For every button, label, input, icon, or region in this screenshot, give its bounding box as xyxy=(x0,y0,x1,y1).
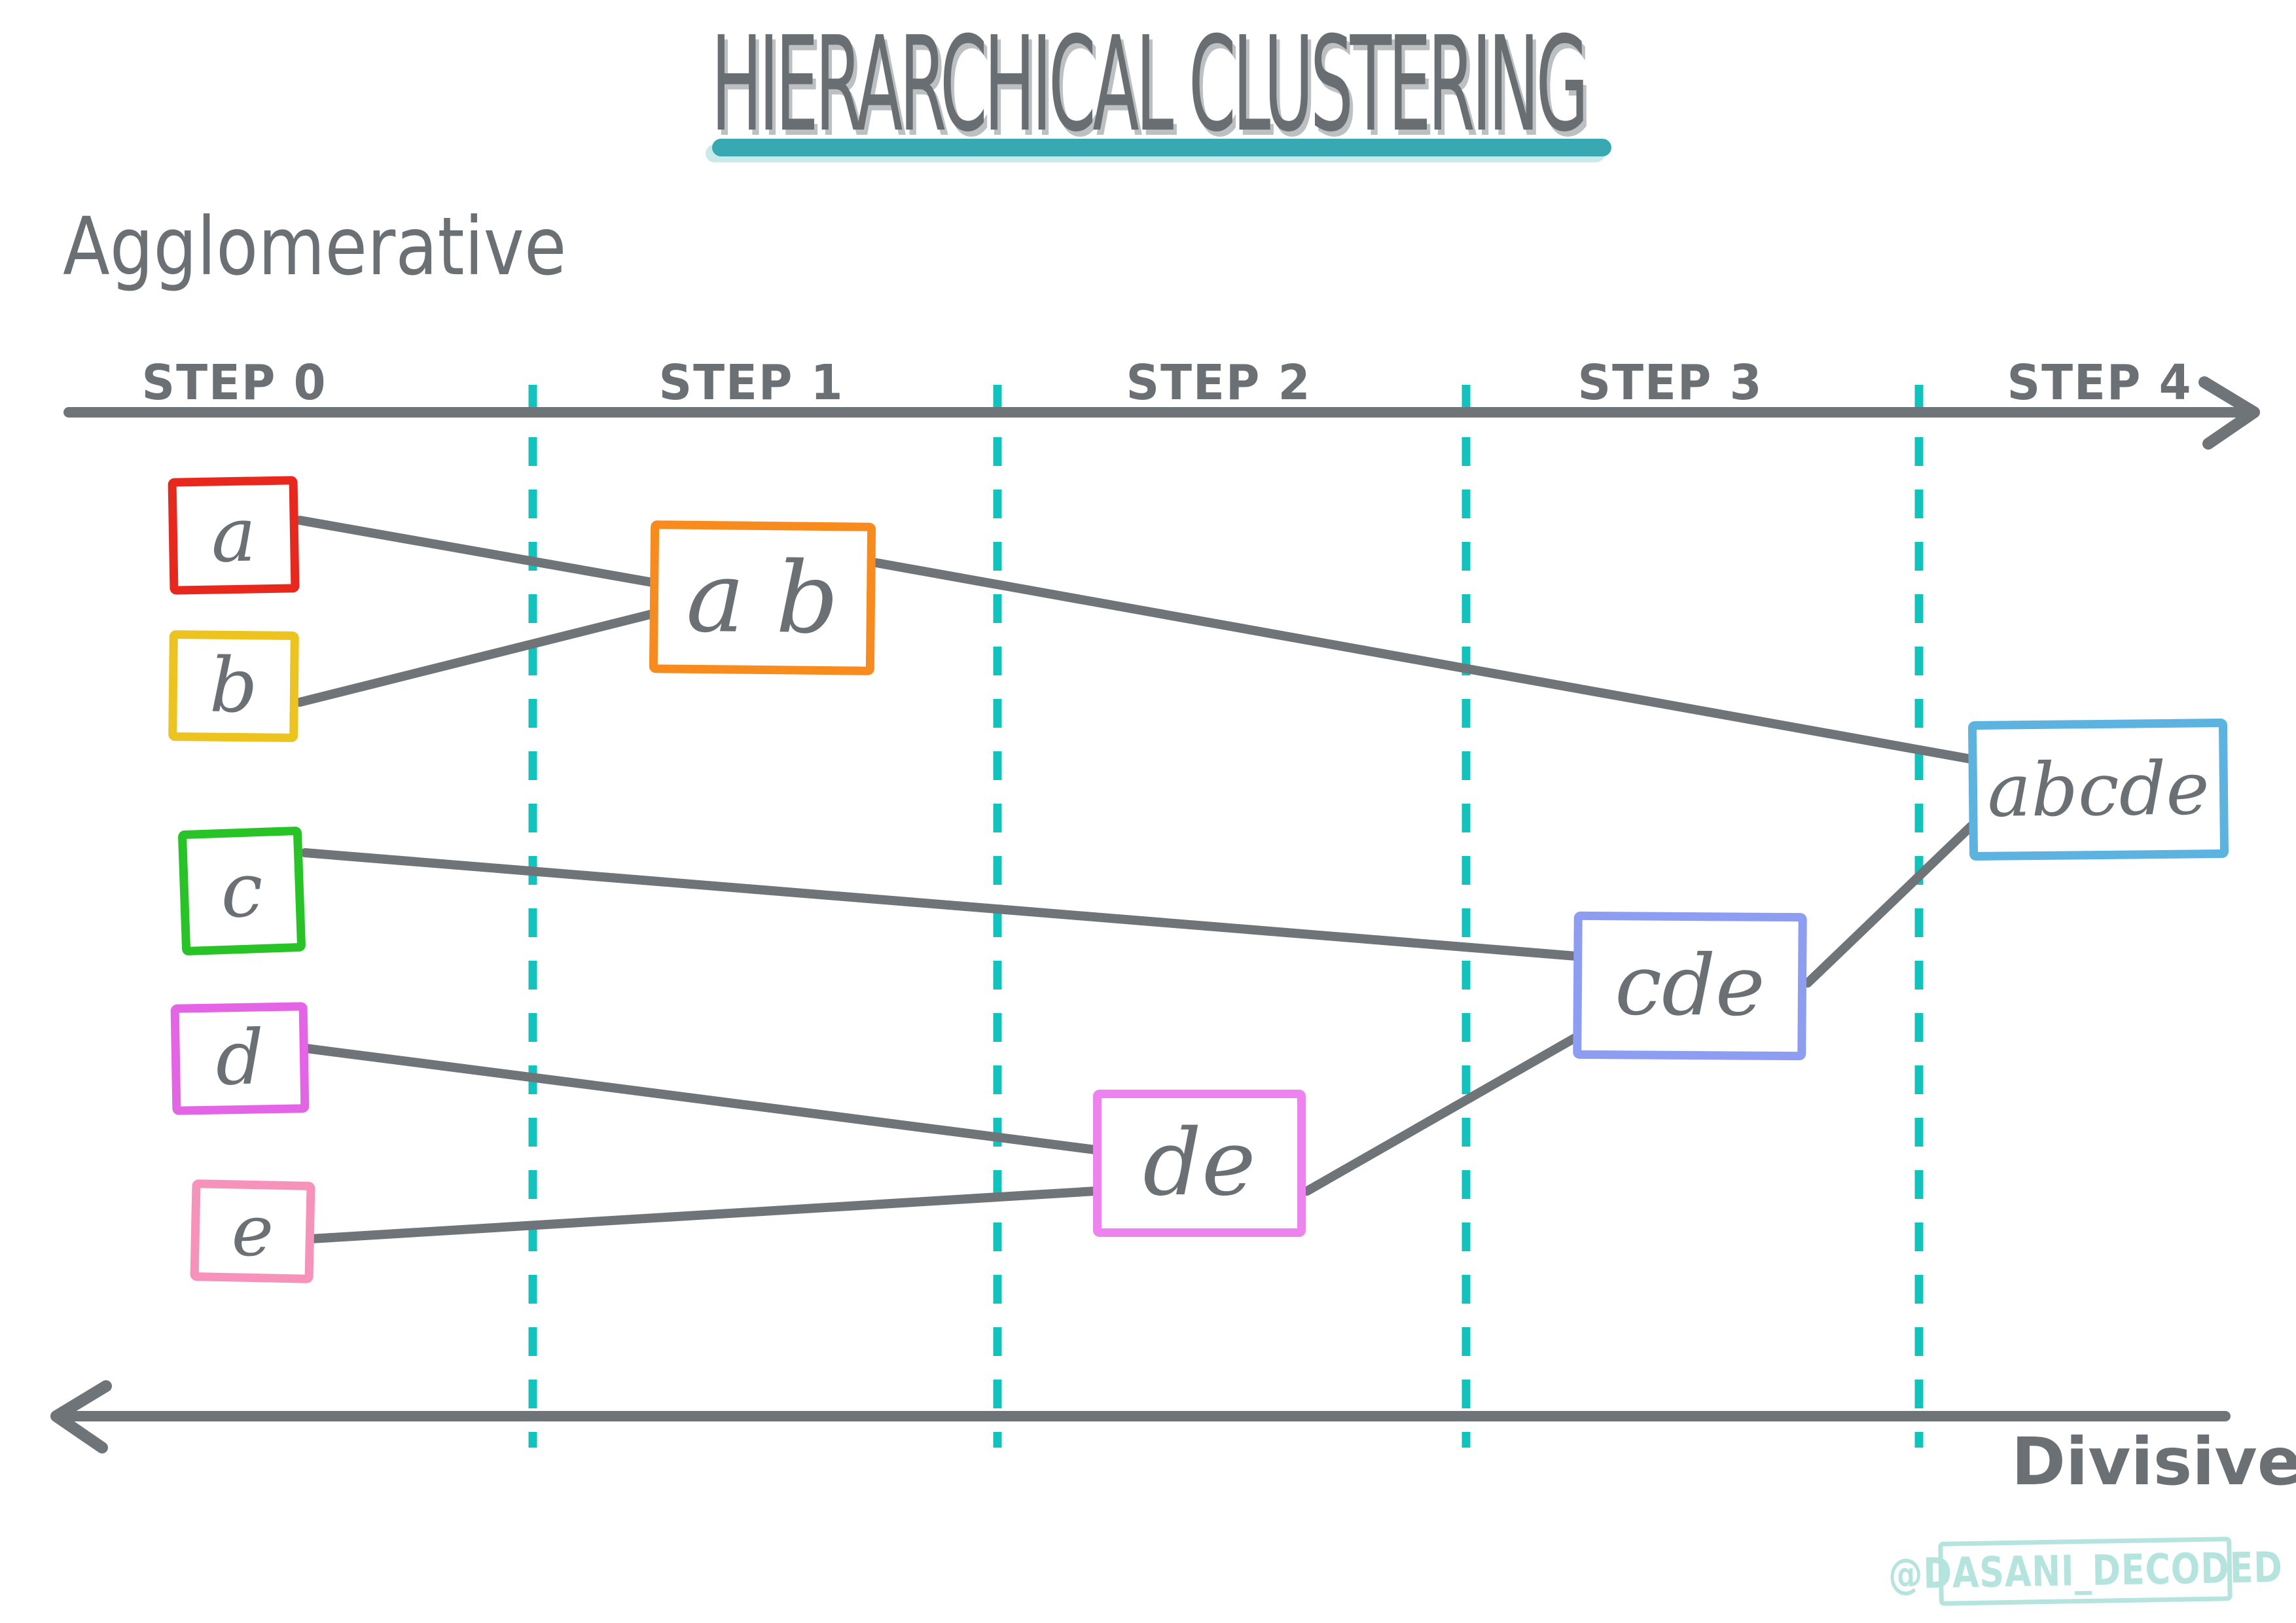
edge-d-to-de xyxy=(302,1044,1100,1154)
edge-ab-to-abcde xyxy=(872,558,1976,764)
edge-e-to-de xyxy=(306,1186,1100,1243)
watermark-text: @DASANI_DECODED xyxy=(1888,1543,2283,1599)
step-label-1: STEP 1 xyxy=(658,355,844,411)
agglomerative-text: Agglomerative xyxy=(63,200,567,293)
cluster-label-c: c xyxy=(219,846,265,936)
edge-de-to-cde xyxy=(1302,1033,1581,1196)
cluster-label-b: b xyxy=(209,641,259,730)
divisive-label: Divisive xyxy=(2011,1429,2296,1495)
cluster-label-cde: cde xyxy=(1614,936,1766,1035)
cluster-label-ab: a b xyxy=(685,540,840,656)
edge-b-to-ab xyxy=(295,609,657,707)
step-label-2: STEP 2 xyxy=(1126,355,1312,411)
cluster-label-e: e xyxy=(230,1189,275,1273)
right-arrowhead-icon xyxy=(2198,376,2260,450)
step-label-3: STEP 3 xyxy=(1577,355,1763,411)
title-underline xyxy=(712,139,1611,156)
cluster-box-c: c xyxy=(177,826,306,956)
cluster-box-e: e xyxy=(190,1179,315,1283)
left-arrowhead-icon xyxy=(50,1380,112,1454)
divisive-text: Divisive xyxy=(2011,1423,2296,1500)
cluster-box-a: a xyxy=(168,476,300,595)
page-title: HIERARCHICAL CLUSTERING xyxy=(711,9,1588,161)
cluster-label-de: de xyxy=(1143,1109,1256,1217)
watermark-badge: @DASANI_DECODED xyxy=(1888,1537,2283,1606)
step-label-4: STEP 4 xyxy=(2007,355,2193,411)
cluster-box-d: d xyxy=(170,1002,310,1115)
cluster-box-de: de xyxy=(1093,1090,1306,1237)
edge-cde-to-abcde xyxy=(1803,821,1976,988)
cluster-box-abcde: abcde xyxy=(1967,718,2229,861)
step-label-0: STEP 0 xyxy=(141,355,327,411)
cluster-label-abcde: abcde xyxy=(1986,745,2210,834)
edge-a-to-ab xyxy=(295,516,657,587)
cluster-box-b: b xyxy=(168,630,299,743)
cluster-box-ab: a b xyxy=(649,520,876,675)
title-block: HIERARCHICAL CLUSTERING xyxy=(0,20,2296,151)
cluster-box-cde: cde xyxy=(1573,911,1807,1061)
cluster-label-d: d xyxy=(215,1014,265,1103)
agglomerative-label: Agglomerative xyxy=(63,207,649,287)
cluster-label-a: a xyxy=(210,490,257,580)
edge-c-to-cde xyxy=(300,848,1581,961)
